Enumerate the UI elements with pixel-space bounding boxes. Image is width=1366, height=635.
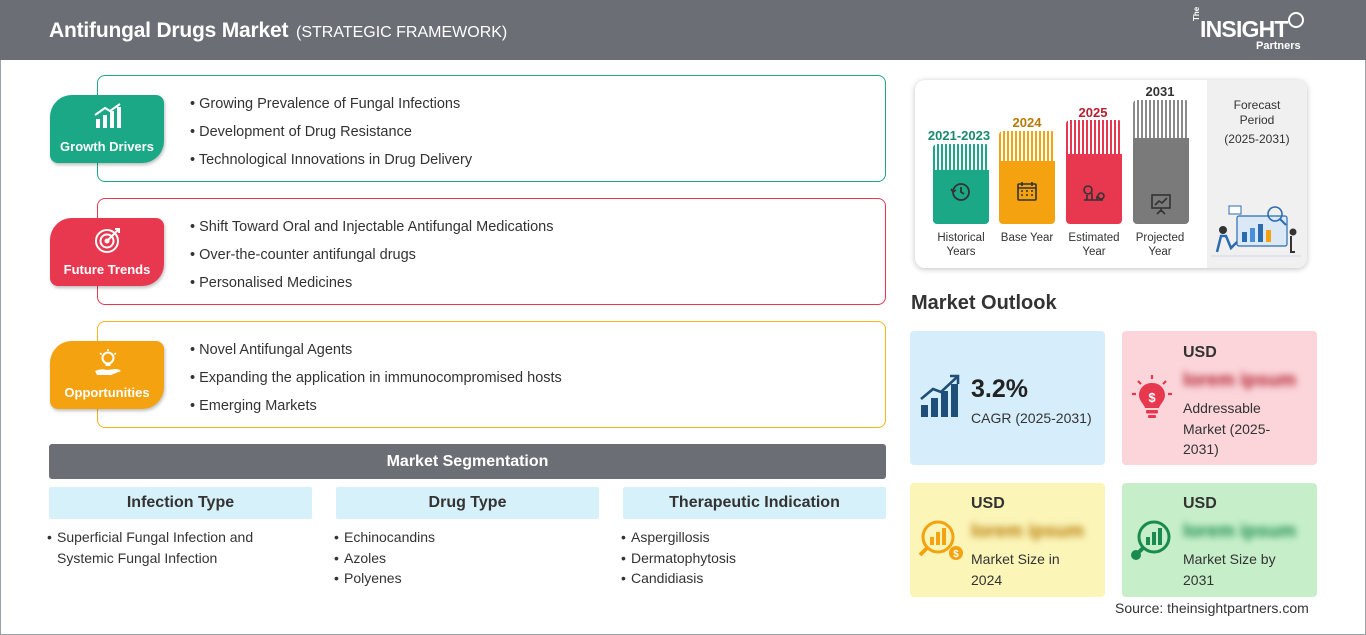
bar-stripes bbox=[999, 131, 1055, 161]
forecast-text: Forecast Period (2025-2031) bbox=[1207, 98, 1307, 147]
logo-insight: INSIGHT bbox=[1200, 16, 1288, 42]
magnifier-chart-icon bbox=[1131, 520, 1171, 560]
segment-drug-type: Drug Type Echinocandins Azoles Polyenes bbox=[334, 487, 599, 589]
list-item: Personalised Medicines bbox=[190, 273, 554, 301]
bar-solid bbox=[999, 161, 1055, 224]
growth-drivers-list: Growing Prevalence of Fungal Infections … bbox=[190, 94, 472, 178]
opportunities-badge: Opportunities bbox=[50, 341, 164, 409]
list-item: Emerging Markets bbox=[190, 396, 562, 424]
size2024-value: lorem ipsum bbox=[971, 521, 1084, 542]
future-trends-box: Shift Toward Oral and Injectable Antifun… bbox=[97, 198, 886, 305]
future-trends-badge: Future Trends bbox=[50, 218, 164, 286]
list-item: Expanding the application in immunocompr… bbox=[190, 368, 562, 396]
size2031-value: lorem ipsum bbox=[1183, 521, 1296, 542]
addressable-usd: USD bbox=[1183, 344, 1217, 361]
size2024-label: Market Size in 2024 bbox=[971, 551, 1060, 588]
forecast-label: Forecast Period bbox=[1233, 98, 1281, 127]
timeline-caption-estimated: Estimated Year bbox=[1068, 232, 1120, 258]
page-subtitle: (STRATEGIC FRAMEWORK) bbox=[296, 24, 508, 41]
svg-text:$: $ bbox=[1148, 390, 1156, 405]
timeline-year-estimated: 2025 bbox=[1078, 105, 1108, 120]
timeline-bar-projected bbox=[1133, 100, 1189, 224]
insight-partners-logo[interactable]: The INSIGHT Partners bbox=[1188, 7, 1318, 54]
list-item: Dermatophytosis bbox=[621, 548, 886, 569]
size2031-label: Market Size by 2031 bbox=[1183, 551, 1276, 588]
segment-heading: Therapeutic Indication bbox=[623, 487, 886, 519]
list-item: Growing Prevalence of Fungal Infections bbox=[190, 94, 472, 122]
cagr-label: CAGR (2025-2031) bbox=[971, 410, 1092, 426]
timeline-caption-base: Base Year bbox=[1000, 232, 1054, 244]
market-size-2024-card: $ USD lorem ipsum Market Size in 2024 bbox=[910, 483, 1105, 597]
addressable-value: lorem ipsum bbox=[1183, 370, 1296, 391]
bar-stripes bbox=[1066, 120, 1122, 154]
segment-heading: Infection Type bbox=[49, 487, 312, 519]
analytics-illustration-icon bbox=[1211, 205, 1301, 257]
opportunities-label: Opportunities bbox=[64, 385, 150, 400]
list-item: Over-the-counter antifungal drugs bbox=[190, 245, 554, 273]
presentation-icon bbox=[1151, 194, 1171, 215]
source-note: Source: theinsightpartners.com bbox=[1115, 600, 1309, 616]
lightbulb-hand-icon bbox=[95, 349, 121, 375]
timeline-bar-base bbox=[999, 131, 1055, 224]
bar-stripes bbox=[1133, 100, 1189, 138]
bar-solid bbox=[1066, 154, 1122, 224]
addressable-label: Addressable Market (2025-2031) bbox=[1183, 400, 1271, 457]
opportunities-box: Novel Antifungal Agents Expanding the ap… bbox=[97, 321, 886, 428]
target-icon bbox=[95, 228, 120, 253]
timeline-card: 2021-2023 Historical Years 2024 Base Yea… bbox=[915, 80, 1307, 268]
opportunities-list: Novel Antifungal Agents Expanding the ap… bbox=[190, 340, 562, 424]
segmentation-title: Market Segmentation bbox=[49, 444, 886, 479]
list-item: Azoles bbox=[334, 548, 599, 569]
page-title: Antifungal Drugs Market bbox=[49, 19, 289, 42]
growth-drivers-box: Growing Prevalence of Fungal Infections … bbox=[97, 75, 886, 182]
size2024-usd: USD bbox=[971, 495, 1005, 512]
market-size-2031-card: USD lorem ipsum Market Size by 2031 bbox=[1122, 483, 1317, 597]
estimate-icon bbox=[1083, 185, 1105, 201]
market-outlook-title: Market Outlook bbox=[911, 292, 1057, 314]
forecast-range: (2025-2031) bbox=[1224, 132, 1290, 146]
timeline-year-historical: 2021-2023 bbox=[927, 128, 991, 143]
list-item: Echinocandins bbox=[334, 527, 599, 548]
growth-chart-icon bbox=[94, 103, 121, 128]
timeline-caption-historical: Historical Years bbox=[937, 232, 985, 258]
logo-partners: Partners bbox=[1256, 40, 1301, 52]
list-item: Polyenes bbox=[334, 568, 599, 589]
svg-text:$: $ bbox=[953, 549, 959, 560]
cagr-card: 3.2% CAGR (2025-2031) bbox=[910, 331, 1105, 465]
timeline-bar-historical bbox=[933, 144, 989, 224]
segment-heading: Drug Type bbox=[336, 487, 599, 519]
segment-therapeutic-indication: Therapeutic Indication Aspergillosis Der… bbox=[621, 487, 886, 589]
cagr-value: 3.2% bbox=[971, 375, 1028, 403]
addressable-market-card: $ USD lorem ipsum Addressable Market (20… bbox=[1122, 331, 1317, 465]
timeline-year-base: 2024 bbox=[1012, 115, 1042, 130]
future-trends-label: Future Trends bbox=[63, 262, 151, 277]
calendar-icon bbox=[1017, 182, 1037, 201]
list-item: Technological Innovations in Drug Delive… bbox=[190, 150, 472, 178]
logo-magnifier-icon bbox=[1288, 12, 1304, 28]
history-icon bbox=[950, 183, 970, 201]
growth-drivers-badge: Growth Drivers bbox=[50, 95, 164, 163]
list-item: Superficial Fungal Infection and Systemi… bbox=[47, 527, 312, 568]
growth-drivers-label: Growth Drivers bbox=[60, 139, 154, 154]
timeline-caption-projected: Projected Year bbox=[1135, 232, 1185, 258]
header-bar: Antifungal Drugs Market (STRATEGIC FRAME… bbox=[0, 0, 1366, 60]
segment-infection-type: Infection Type Superficial Fungal Infect… bbox=[47, 487, 312, 568]
list-item: Novel Antifungal Agents bbox=[190, 340, 562, 368]
timeline-bar-estimated bbox=[1066, 120, 1122, 224]
list-item: Aspergillosis bbox=[621, 527, 886, 548]
bar-solid bbox=[933, 170, 989, 224]
timeline-year-projected: 2031 bbox=[1145, 84, 1175, 99]
bar-stripes bbox=[933, 144, 989, 170]
idea-dollar-icon: $ bbox=[1132, 375, 1172, 418]
future-trends-list: Shift Toward Oral and Injectable Antifun… bbox=[190, 217, 554, 301]
list-item: Shift Toward Oral and Injectable Antifun… bbox=[190, 217, 553, 245]
magnifier-chart-icon: $ bbox=[918, 520, 963, 560]
size2031-usd: USD bbox=[1183, 495, 1217, 512]
growth-chart-icon bbox=[920, 374, 960, 417]
list-item: Development of Drug Resistance bbox=[190, 122, 472, 150]
list-item: Candidiasis bbox=[621, 568, 886, 589]
